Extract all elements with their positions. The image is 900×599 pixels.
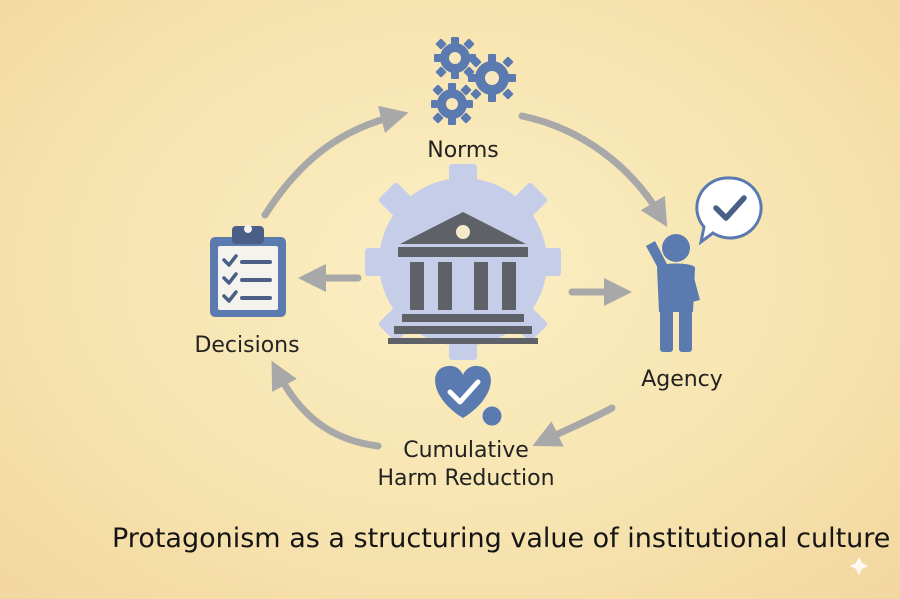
arrow-agency-to-harm — [532, 404, 616, 447]
node-label-harm-reduction: Cumulative Harm Reduction — [346, 437, 586, 493]
building-emblem — [456, 225, 470, 239]
node-label-agency: Agency — [641, 367, 723, 392]
person-icon — [646, 234, 700, 352]
diagram-caption: Protagonism as a structuring value of in… — [112, 523, 891, 554]
node-label-decisions: Decisions — [194, 333, 300, 358]
arrow-decisions-to-norms — [261, 105, 409, 219]
harm-label-line1: Cumulative — [403, 438, 529, 463]
arrow-harm-to-decisions — [271, 360, 382, 450]
heart-check-icon — [435, 365, 505, 429]
clipboard-icon — [210, 225, 286, 317]
sparkle-icon — [850, 557, 868, 575]
node-label-norms: Norms — [427, 138, 499, 163]
arrow-norms-to-agency — [518, 112, 668, 228]
harm-label-line2: Harm Reduction — [377, 466, 555, 491]
speech-bubble-check-icon — [695, 176, 763, 246]
gears-icon — [431, 37, 516, 125]
